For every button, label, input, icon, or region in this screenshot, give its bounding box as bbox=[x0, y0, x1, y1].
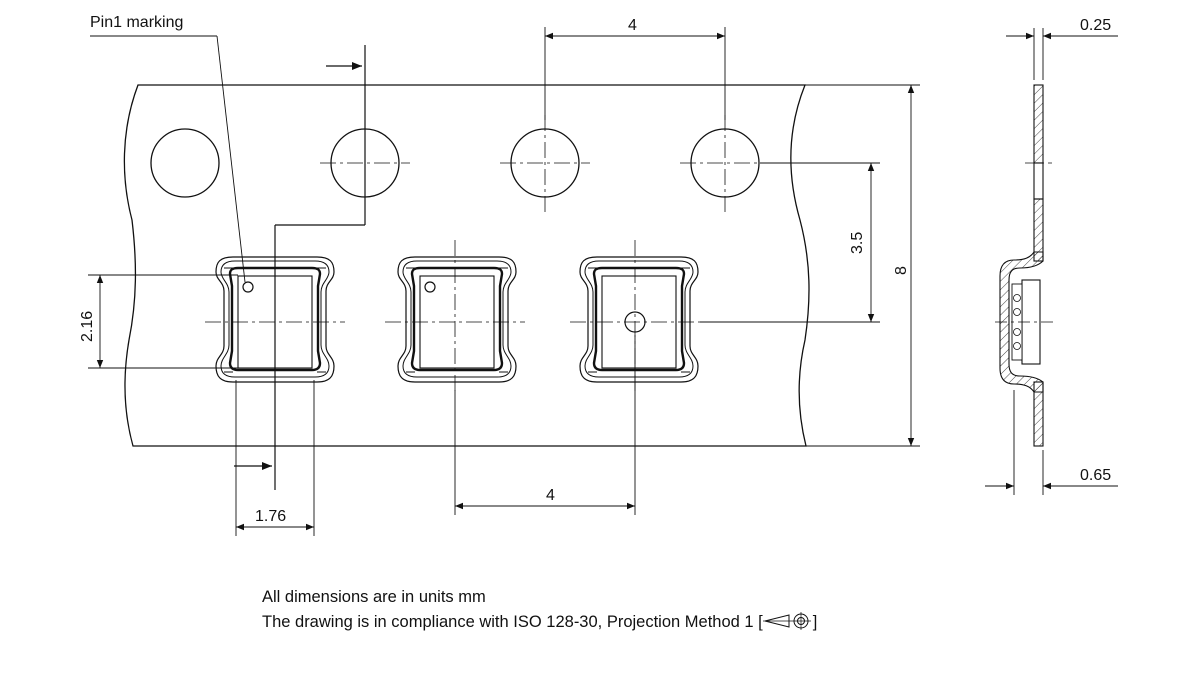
dim-pocket-height-label: 2.16 bbox=[79, 311, 96, 342]
sprocket-holes bbox=[150, 128, 760, 198]
dim-tape-thickness-label: 0.25 bbox=[1080, 17, 1111, 34]
pin1-mark bbox=[242, 281, 254, 293]
section-cut-line bbox=[234, 45, 366, 490]
section-center-lines bbox=[995, 162, 1055, 323]
dim-tape-width-label: 8 bbox=[893, 266, 910, 275]
pin1-leader bbox=[90, 35, 246, 283]
hole-center-lines bbox=[320, 115, 770, 212]
iso-note: The drawing is in compliance with ISO 12… bbox=[262, 612, 817, 632]
iso-note-prefix: The drawing is in compliance with ISO 12… bbox=[262, 613, 763, 631]
pocket bbox=[396, 255, 518, 384]
dim-pitch-top-label: 4 bbox=[628, 17, 637, 34]
sprocket-hole bbox=[150, 128, 220, 198]
pin1-mark bbox=[424, 281, 436, 293]
dim-pocket-depth-label: 0.65 bbox=[1080, 467, 1111, 484]
dim-pocket-depth bbox=[985, 390, 1118, 495]
dim-pitch-bottom-label: 4 bbox=[546, 487, 555, 504]
dim-tape-thickness bbox=[1006, 28, 1118, 80]
tape-outline bbox=[123, 84, 810, 447]
tape-section-view bbox=[999, 84, 1044, 447]
dim-pitch-bottom bbox=[454, 335, 636, 515]
units-note: All dimensions are in units mm bbox=[262, 588, 486, 606]
dim-hole-to-pocket bbox=[700, 162, 880, 323]
dim-pocket-height bbox=[88, 274, 238, 369]
dim-hole-to-pocket-label: 3.5 bbox=[849, 232, 866, 254]
iso-note-suffix: ] bbox=[812, 613, 818, 631]
dim-pitch-top bbox=[544, 27, 726, 120]
pocket bbox=[578, 255, 700, 384]
dim-tape-width bbox=[805, 84, 920, 447]
dim-pocket-width-label: 1.76 bbox=[255, 508, 286, 525]
first-angle-projection-symbol-icon bbox=[762, 612, 811, 630]
dim-pocket-width bbox=[235, 380, 315, 536]
pin1-marking-label: Pin1 marking bbox=[90, 14, 183, 31]
